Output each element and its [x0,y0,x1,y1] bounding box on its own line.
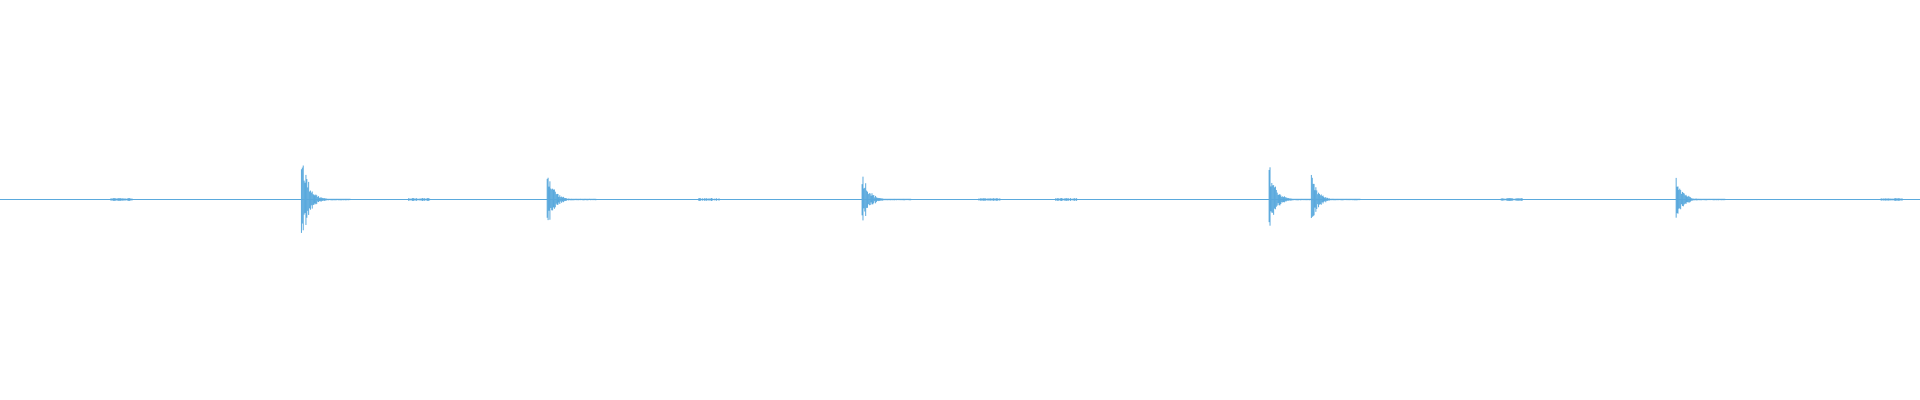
noise-burst [1500,198,1523,201]
transient [1675,177,1726,218]
transient [546,177,597,221]
noise-burst [1880,198,1903,201]
noise-burst [697,198,720,201]
transient [861,176,912,221]
noise-burst [408,198,431,201]
waveform-noise-bursts [110,198,1903,201]
noise-burst [978,198,1001,201]
noise-burst [1055,198,1078,201]
waveform-transients [300,165,1726,233]
transient [1310,174,1361,219]
transient [300,165,351,233]
transient [1268,167,1319,226]
noise-burst [110,198,133,201]
